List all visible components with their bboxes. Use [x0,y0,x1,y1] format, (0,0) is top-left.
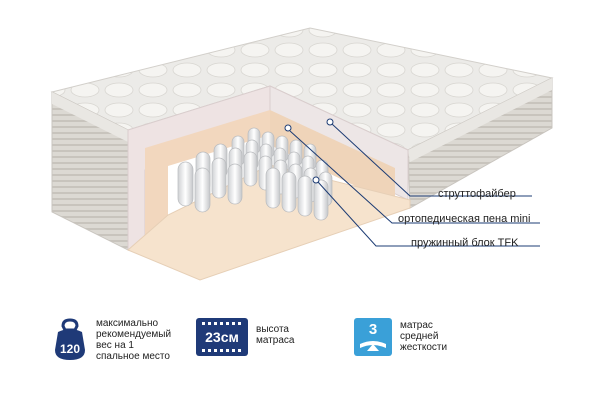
foam-base [127,164,411,281]
feature-text-line: матрас [400,320,433,331]
stiffness-value: 3 [368,321,378,338]
spring-block [177,127,333,221]
feature-text-line: максимально [96,318,159,329]
feature-text-line: жесткости [400,342,448,353]
mattress-height-icon: 23см [196,318,248,356]
weight-kettlebell-icon: 120 [52,318,88,360]
height-value: 23см [205,329,239,345]
feature-max-weight: 120 максимально рекомендуемый вес на 1 с… [52,318,171,362]
feature-stiffness: 3 матрас средней жесткости [354,318,447,356]
feature-mattress-height: 23см высота матраса [196,318,294,356]
feature-text-line: рекомендуемый [96,329,172,340]
feature-text-line: вес на 1 [96,340,134,351]
feature-text-line: матраса [256,335,295,346]
callout-label-foam: ортопедическая пена mini [398,213,531,225]
callout-lines [284,118,540,247]
feature-text-line: средней [400,331,439,342]
feature-text-line: высота [256,324,289,335]
callout-label-fiber: струттофайбер [438,188,516,200]
stiffness-level-icon: 3 [354,318,392,356]
foam-layer-left [145,110,270,255]
foam-layer-right [270,110,395,205]
callout-label-springs: пружинный блок TFK [411,237,519,249]
feature-text-line: спальное место [96,351,170,362]
weight-value: 120 [59,342,81,356]
